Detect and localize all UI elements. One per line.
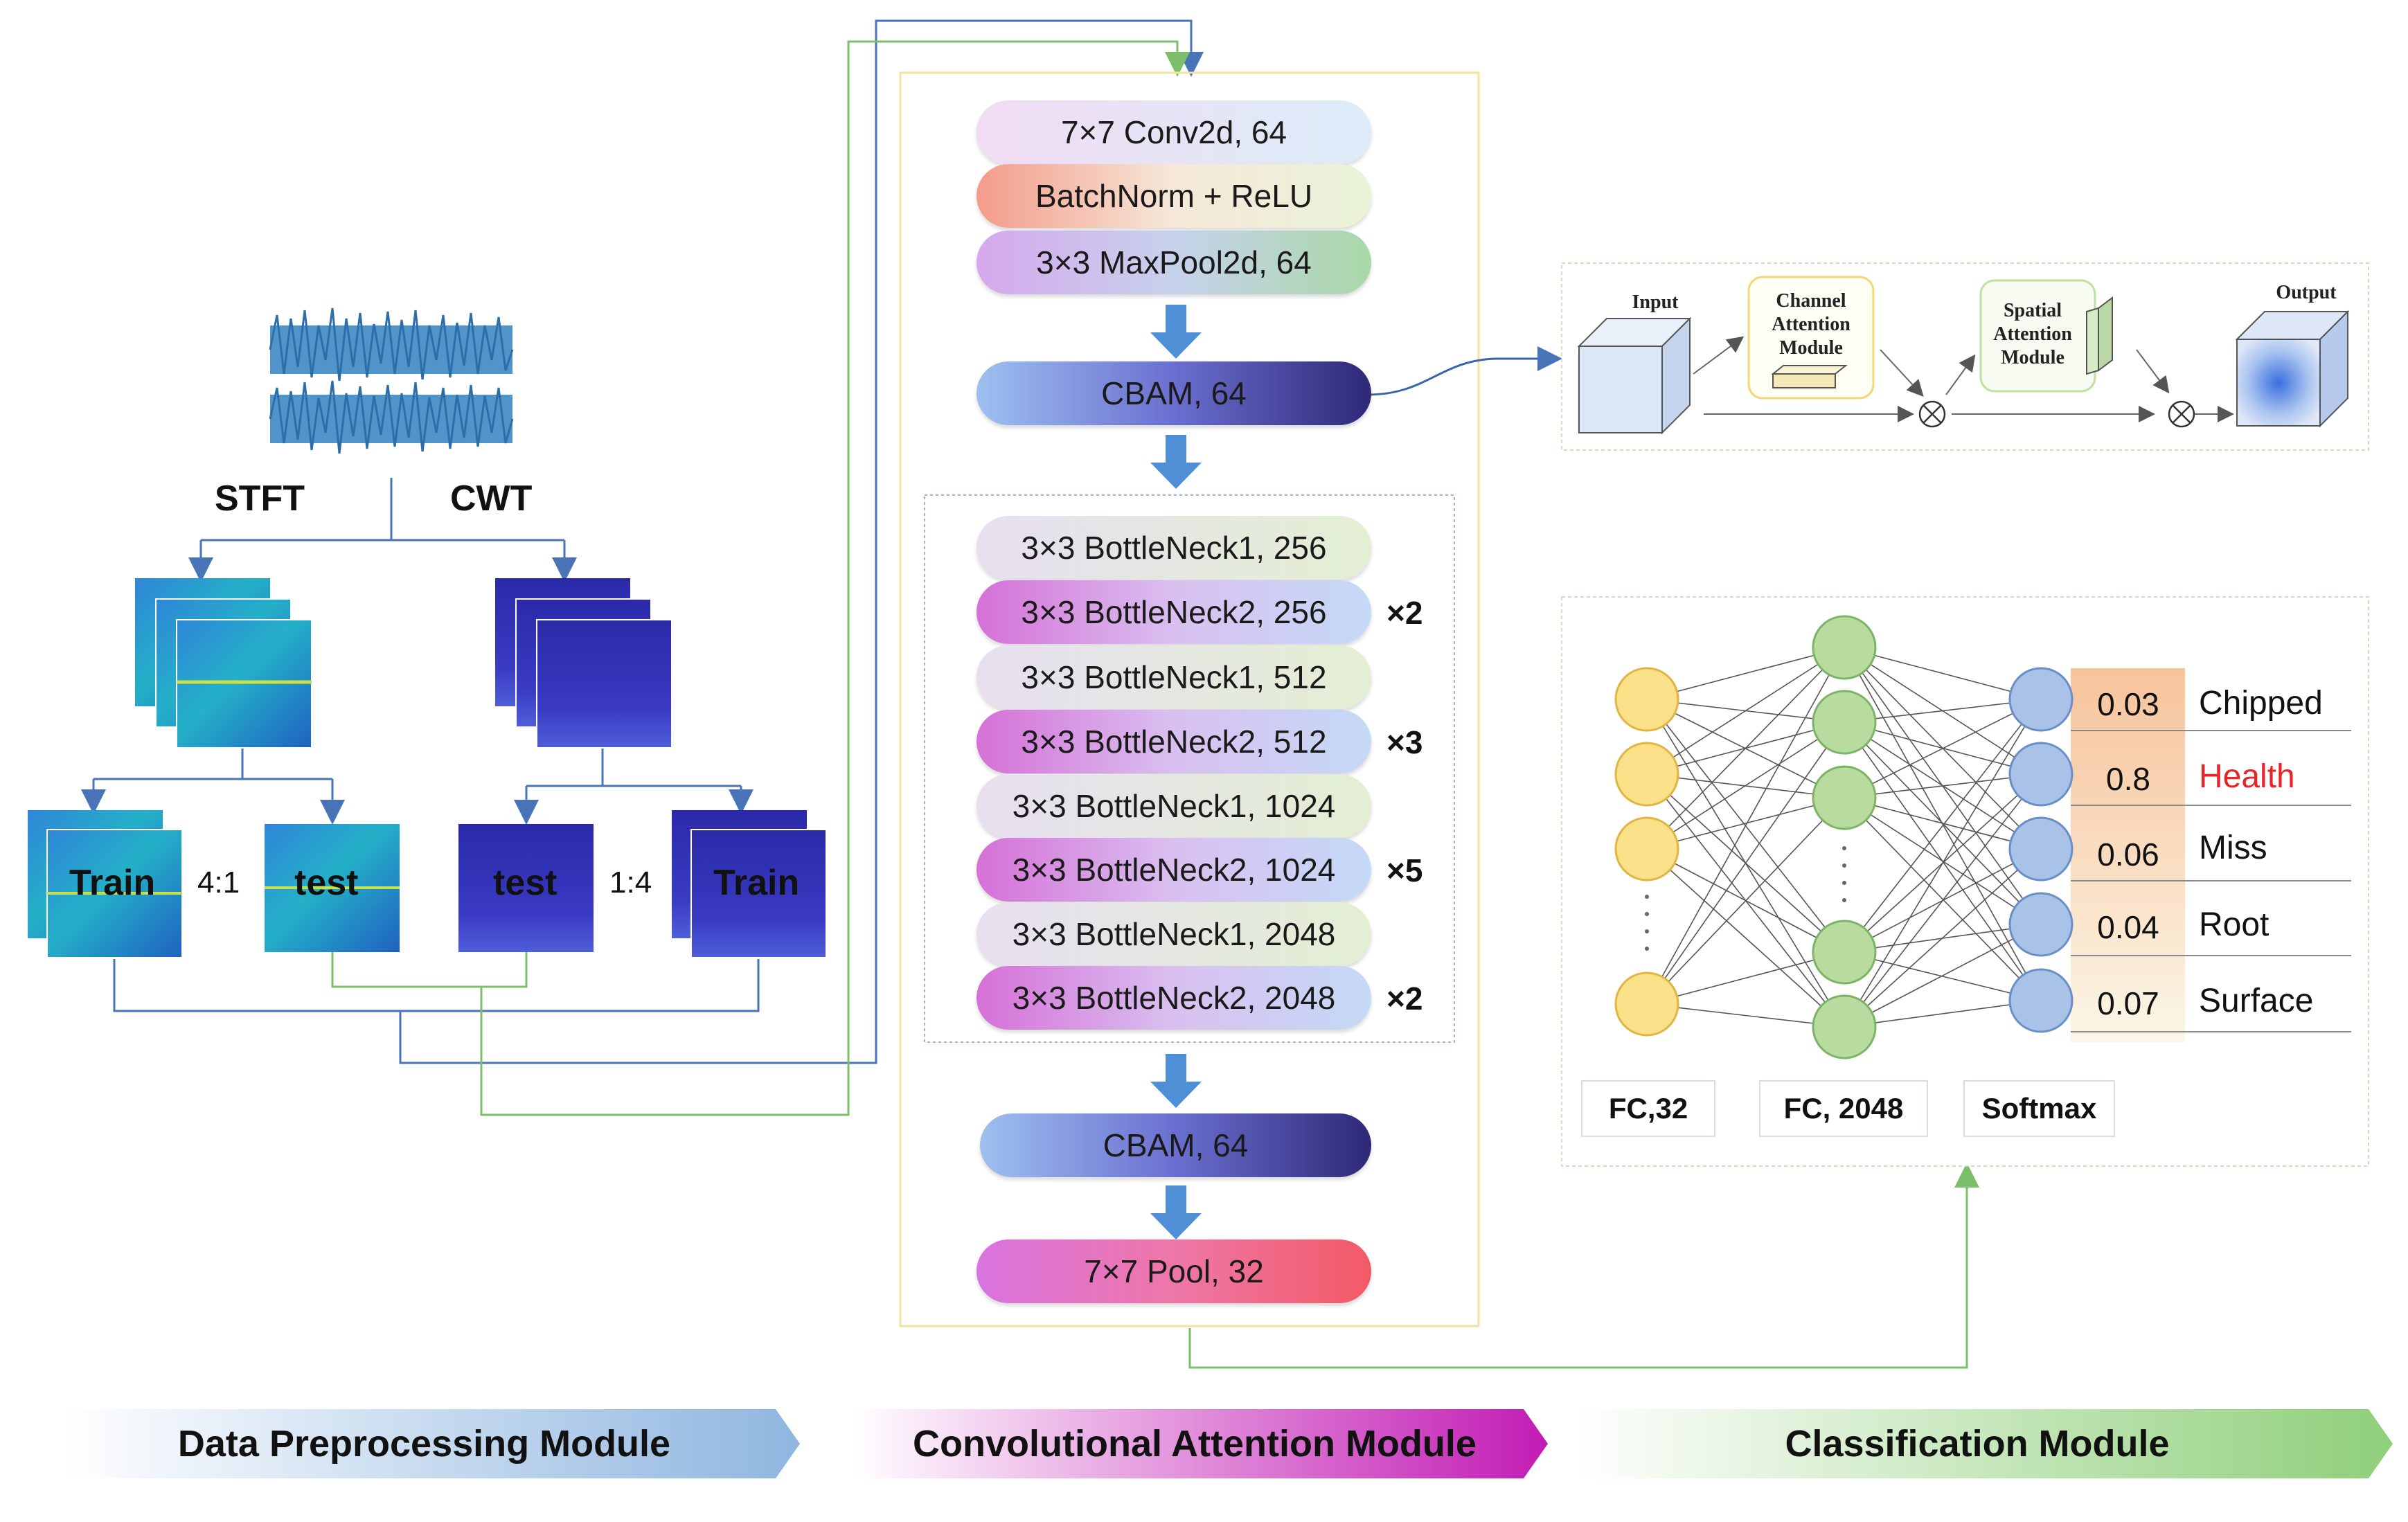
output-prob-health: 0.8 [2106, 761, 2150, 797]
banner-preprocessing: Data Preprocessing Module [177, 1423, 671, 1465]
cwt-label: CWT [450, 478, 533, 519]
cbam-top-layer: CBAM, 64 [976, 361, 1371, 425]
network-nodes [1614, 615, 2073, 1059]
bottleneck-layer-3: 3×3 BottleNeck1, 512 [976, 645, 1371, 709]
output-row-separators [2071, 730, 2351, 1032]
output-prob-surface: 0.07 [2097, 985, 2159, 1021]
output-class-health: Health [2199, 758, 2295, 795]
cwt-spectrogram-stack [495, 578, 672, 749]
stft-train-label: Train [69, 863, 156, 903]
fc32-layer-label: FC,32 [1581, 1080, 1715, 1137]
stft-test-tile [265, 824, 400, 952]
banner-shape-attention [852, 1409, 1548, 1478]
fc2048-neuron [1812, 920, 1877, 985]
fc2048-layer-label: FC, 2048 [1759, 1080, 1928, 1137]
cbam-bottom-layer: CBAM, 64 [980, 1113, 1371, 1177]
stft-test-label: test [294, 863, 359, 903]
repeat-multiplier-3: ×5 [1386, 852, 1423, 888]
right-split-ratio: 1:4 [609, 866, 652, 899]
data-routing-lines [113, 19, 1204, 1116]
cwt-test-label: test [493, 863, 558, 903]
repeat-multiplier-1: ×2 [1386, 595, 1423, 631]
input-cube-icon [1577, 316, 1692, 435]
fc32-neuron [1614, 816, 1679, 881]
softmax-neuron [2008, 892, 2073, 957]
banner-attention: Convolutional Attention Module [913, 1423, 1477, 1465]
softmax-neuron [2008, 968, 2073, 1033]
bottleneck-layer-8: 3×3 BottleNeck2, 2048 [976, 966, 1371, 1030]
repeat-multiplier-2: ×3 [1386, 724, 1423, 760]
output-prob-miss: 0.06 [2097, 836, 2159, 872]
vibration-signal-waveform [269, 307, 514, 454]
ellipsis-dots [1645, 846, 1846, 951]
cwt-train-tile [672, 810, 827, 958]
softmax-neuron [2008, 742, 2073, 807]
bottleneck-layer-6: 3×3 BottleNeck2, 1024 [976, 838, 1371, 902]
fc2048-neuron [1812, 765, 1877, 830]
maxpool-layer: 3×3 MaxPool2d, 64 [976, 231, 1371, 294]
cbam-detail-connector [1367, 346, 1562, 396]
bottleneck-group [924, 494, 1455, 1043]
network-edges [1646, 647, 2042, 1028]
output-class-root: Root [2199, 906, 2269, 943]
stft-train-tile [28, 810, 183, 958]
output-prob-root: 0.04 [2097, 909, 2159, 945]
banner-shape-preprocessing [62, 1409, 800, 1478]
repeat-multiplier-4: ×2 [1386, 981, 1423, 1017]
spatial-slab-icon [2086, 296, 2113, 375]
bottleneck-layer-4: 3×3 BottleNeck2, 512 [976, 710, 1371, 773]
bottleneck-layer-2: 3×3 BottleNeck2, 256 [976, 580, 1371, 644]
pool-layer: 7×7 Pool, 32 [976, 1239, 1371, 1303]
flow-arrows [1150, 305, 1202, 1239]
fc32-neuron [1614, 742, 1679, 807]
bottleneck-layer-5: 3×3 BottleNeck1, 1024 [976, 774, 1371, 838]
bottleneck-layer-1: 3×3 BottleNeck1, 256 [976, 516, 1371, 580]
multiply-op-2-icon [2168, 400, 2195, 428]
channel-bar-icon [1771, 365, 1848, 388]
cbam-output-label: Output [2276, 282, 2337, 303]
conv2d-layer: 7×7 Conv2d, 64 [976, 100, 1371, 164]
output-class-miss: Miss [2199, 830, 2267, 866]
output-class-chipped: Chipped [2199, 685, 2323, 722]
softmax-layer-label: Softmax [1963, 1080, 2115, 1137]
left-split-ratio: 4:1 [197, 866, 240, 899]
fc2048-neuron [1812, 615, 1877, 680]
cbam-input-label: Input [1632, 292, 1679, 313]
cbam-detail-arrows [1693, 336, 2234, 422]
output-prob-chipped: 0.03 [2097, 686, 2159, 722]
classifier-connector [1188, 1163, 1979, 1369]
batchnorm-relu-layer: BatchNorm + ReLU [976, 164, 1371, 228]
banner-classification: Classification Module [1785, 1423, 2170, 1465]
output-cube-icon [2235, 310, 2350, 428]
cwt-test-tile [458, 824, 594, 952]
stft-spectrogram-stack [135, 578, 312, 749]
softmax-neuron [2008, 816, 2073, 881]
output-class-surface: Surface [2199, 983, 2314, 1019]
fc2048-neuron [1812, 690, 1877, 755]
split-connectors [81, 478, 753, 825]
fc32-neuron [1614, 667, 1679, 732]
banner-shape-classification [1572, 1409, 2393, 1478]
fc32-neuron [1614, 972, 1679, 1037]
backbone-container [899, 71, 1480, 1327]
bottleneck-layer-7: 3×3 BottleNeck1, 2048 [976, 902, 1371, 966]
multiply-op-1-icon [1918, 400, 1946, 428]
softmax-neuron [2008, 667, 2073, 732]
fc2048-neuron [1812, 994, 1877, 1059]
stft-label: STFT [215, 478, 305, 519]
cwt-train-label: Train [713, 863, 800, 903]
